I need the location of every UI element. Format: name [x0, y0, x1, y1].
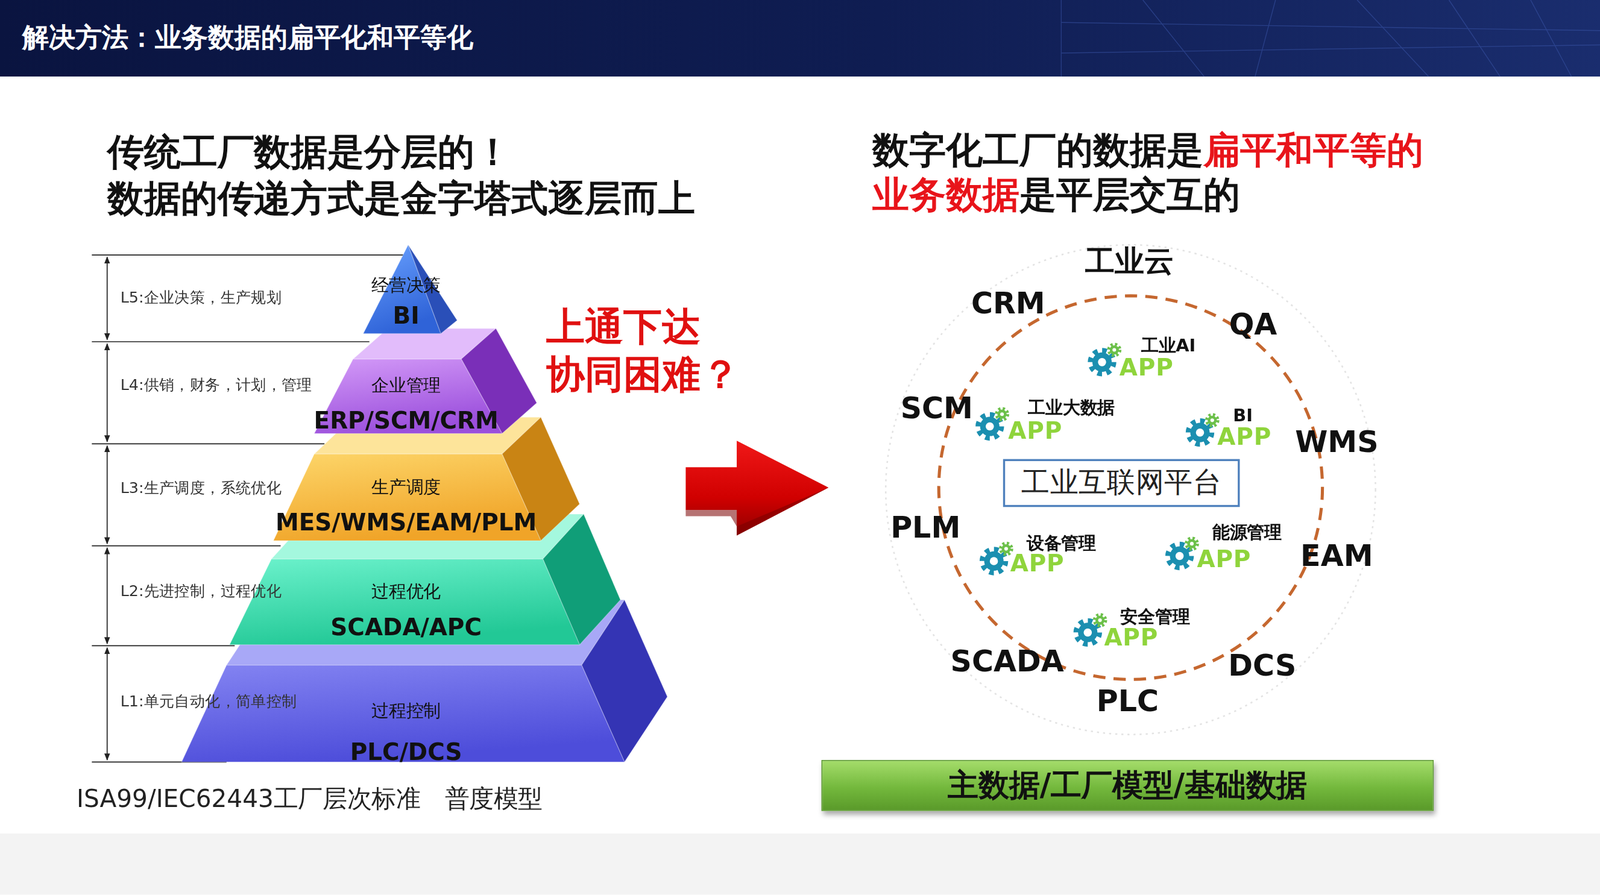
- section-heading-highlight: 业务数据: [872, 171, 1020, 222]
- slide-title: 解决方法：业务数据的扁平化和平等化: [22, 19, 474, 56]
- section-heading: 是平层交互的: [1019, 171, 1241, 222]
- pyramid-layer: 经营决策BI: [363, 244, 458, 334]
- layer-face: [271, 514, 584, 559]
- system-name: EAM: [1300, 538, 1373, 574]
- layer-systems: MES/WMS/EAM/PLM: [232, 509, 580, 536]
- header-band: [0, 0, 1600, 77]
- pyramid-layer: 生产调度MES/WMS/EAM/PLM: [273, 417, 580, 541]
- level-note: L5:企业决策，生产规划: [120, 288, 282, 308]
- system-name: SCADA: [950, 643, 1065, 679]
- section-heading: 数据的传递方式是金字塔式逐层而上: [107, 174, 696, 225]
- app-tag: APP: [1196, 546, 1251, 573]
- box-label: 工业互联网平台: [1021, 466, 1222, 500]
- section-heading: 传统工厂数据是分层的！: [107, 127, 512, 178]
- pyramid-layer: 企业管理ERP/SCM/CRM: [314, 328, 537, 434]
- level-note: L1:单元自动化，简单控制: [120, 692, 298, 712]
- layer-heading: 生产调度: [232, 476, 580, 500]
- system-name: PLC: [1096, 683, 1159, 719]
- app-name: BI: [1232, 405, 1253, 426]
- system-name: WMS: [1294, 424, 1379, 460]
- system-name: QA: [1229, 306, 1278, 342]
- app-tag: APP: [1007, 417, 1063, 444]
- transition-arrow: [685, 440, 829, 536]
- problem-callout: 上通下达 协同困难？: [546, 303, 751, 400]
- system-name: 工业云: [1085, 241, 1174, 283]
- layer-face: [226, 599, 625, 665]
- section-heading-highlight: 扁平和平等的: [1203, 125, 1424, 177]
- layer-heading: 经营决策: [232, 273, 580, 298]
- app-tag: APP: [1119, 353, 1174, 381]
- platform-box: 工业互联网平台: [1003, 459, 1241, 508]
- layer-heading: 过程优化: [232, 579, 580, 604]
- system-name: SCM: [900, 390, 974, 426]
- header-texture: [1061, 0, 1600, 77]
- heading-row: 数字化工厂的数据是扁平和平等的: [872, 125, 1424, 177]
- app-name: 能源管理: [1212, 520, 1282, 545]
- layer-face: [229, 559, 580, 646]
- app-name: 工业大数据: [1027, 396, 1115, 421]
- level-note: L3:生产调度，系统优化: [120, 479, 282, 499]
- app-tag: APP: [1010, 549, 1065, 577]
- foundation-data-band: 主数据/工厂模型/基础数据: [821, 760, 1435, 812]
- figure-caption: ISA99/IEC62443工厂层次标准 普度模型: [76, 782, 543, 816]
- outer-faint-circle: [885, 244, 1376, 735]
- layer-systems: SCADA/APC: [232, 614, 580, 641]
- level-note: L4:供销，财务，计划，管理: [120, 376, 313, 396]
- app-tag: APP: [1103, 624, 1159, 652]
- app-tag: APP: [1217, 423, 1272, 450]
- layer-systems: PLC/DCS: [232, 738, 580, 766]
- system-name: PLM: [890, 510, 961, 545]
- layer-face: [314, 417, 541, 454]
- system-name: CRM: [971, 285, 1046, 321]
- footer-strip: [0, 833, 1600, 895]
- box-label: 主数据/工厂模型/基础数据: [947, 768, 1308, 804]
- layer-systems: BI: [232, 302, 580, 329]
- platform-boundary-circle: [938, 296, 1323, 680]
- system-name: DCS: [1228, 648, 1297, 684]
- section-heading: 数字化工厂的数据是: [872, 125, 1203, 177]
- heading-row: 业务数据是平层交互的: [872, 171, 1240, 222]
- level-note: L2:先进控制，过程优化: [120, 582, 282, 602]
- layer-systems: ERP/SCM/CRM: [232, 406, 580, 434]
